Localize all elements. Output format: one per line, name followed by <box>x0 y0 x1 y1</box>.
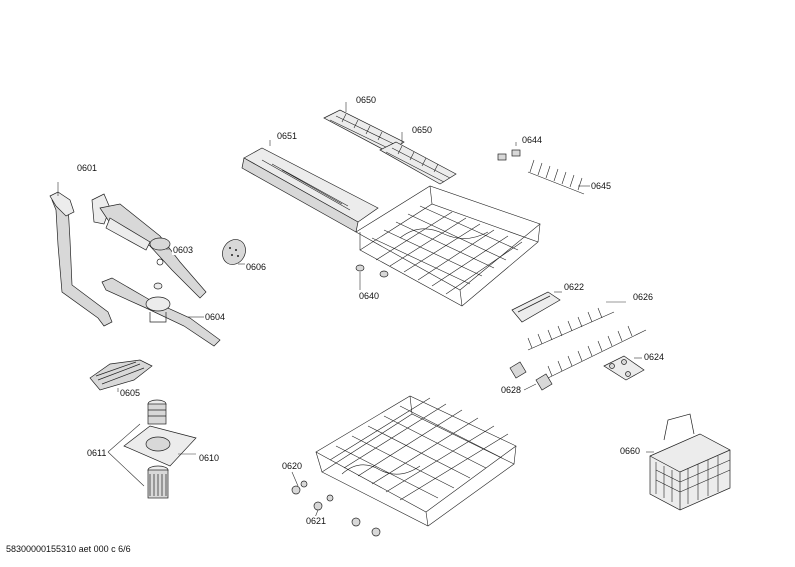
part-0610-0611-filter-assembly <box>107 399 197 499</box>
label-0606: 0606 <box>245 262 268 272</box>
label-0603: 0603 <box>172 245 195 255</box>
part-0645-folding-tines <box>527 159 590 195</box>
part-0626-tine-rows <box>527 301 647 379</box>
label-0628: 0628 <box>500 385 523 395</box>
part-0606-filter-disc <box>222 239 246 265</box>
label-0610: 0610 <box>198 453 221 463</box>
label-0601: 0601 <box>76 163 99 173</box>
part-0601-supply-pipe <box>49 182 113 327</box>
label-0645: 0645 <box>590 181 613 191</box>
label-0620: 0620 <box>281 461 304 471</box>
label-0621: 0621 <box>305 516 328 526</box>
part-0644-clips <box>497 142 521 161</box>
part-0628-clips <box>509 361 553 391</box>
label-0626: 0626 <box>632 292 655 302</box>
part-lower-basket <box>315 395 517 527</box>
part-0651-cutlery-tray <box>241 140 379 233</box>
part-0650-tine-insert-b <box>379 132 457 185</box>
part-0603-upper-spray-arm <box>99 203 207 299</box>
label-0650-a: 0650 <box>355 95 378 105</box>
part-0622-handle <box>511 291 562 323</box>
label-0660: 0660 <box>619 446 642 456</box>
part-0650-tine-insert-a <box>323 102 405 153</box>
label-0644: 0644 <box>521 135 544 145</box>
part-0640-upper-basket <box>355 185 541 307</box>
label-0604: 0604 <box>204 312 227 322</box>
label-0605: 0605 <box>119 388 142 398</box>
part-0605-micro-filter <box>89 359 153 392</box>
part-0660-cutlery-basket <box>646 413 731 511</box>
part-0620-wheels <box>291 471 308 495</box>
label-0624: 0624 <box>643 352 666 362</box>
label-0651: 0651 <box>276 131 299 141</box>
document-footer-code: 58300000155310 aet 000 c 6/6 <box>6 544 131 554</box>
label-0611: 0611 <box>86 448 108 458</box>
label-0622: 0622 <box>563 282 586 292</box>
label-0640: 0640 <box>358 291 381 301</box>
part-0604-lower-spray-arm <box>101 277 221 347</box>
part-0624-small-parts <box>603 355 645 381</box>
label-0650-b: 0650 <box>411 125 434 135</box>
part-0621-wheels <box>313 494 381 537</box>
